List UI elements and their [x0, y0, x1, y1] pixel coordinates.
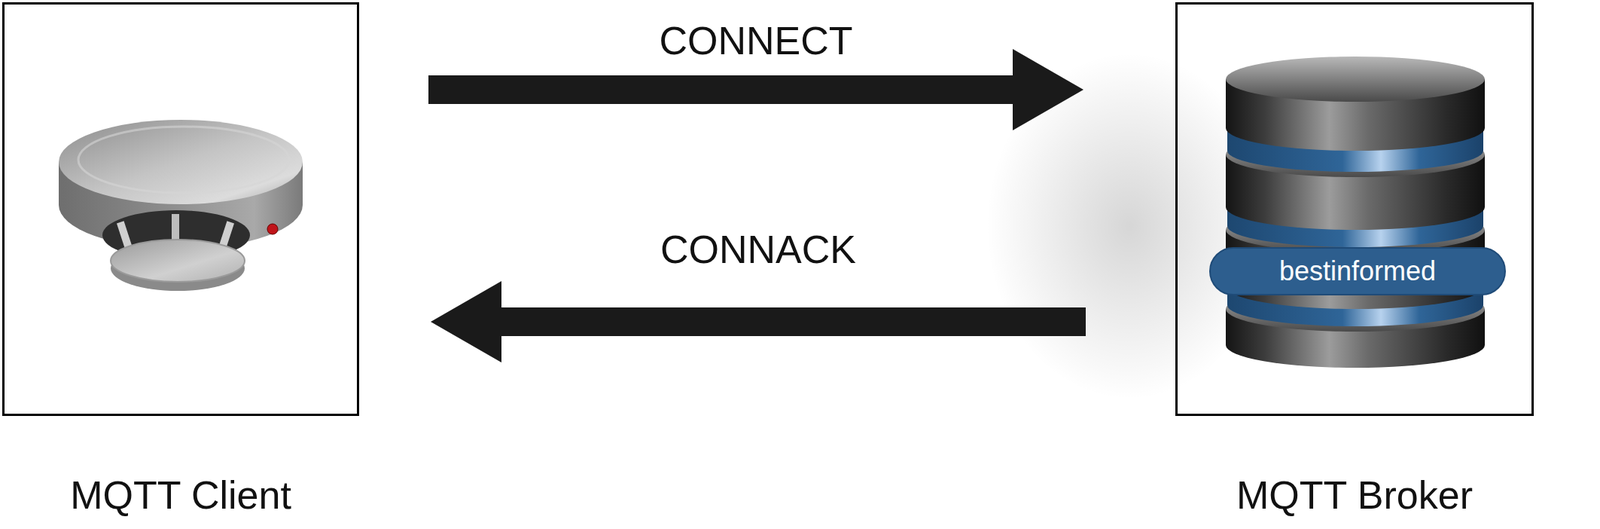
detector-vent — [219, 220, 235, 247]
db-disk-bottom — [1225, 105, 1485, 151]
arrow-head — [430, 280, 502, 363]
db-disk-bottom — [1225, 263, 1485, 309]
arrow-shaft — [428, 75, 1015, 104]
arrow-head — [1012, 48, 1084, 131]
brand-pill: bestinformed — [1209, 246, 1506, 296]
detector-rim — [78, 126, 290, 193]
broker-box: MQTT Brokerbestinformed — [1175, 2, 1534, 416]
client-box: MQTT Client — [2, 2, 360, 416]
detector-vent — [171, 213, 180, 240]
node-heading: MQTT Client — [70, 472, 292, 519]
detector-led — [267, 223, 278, 235]
brand-label: bestinformed — [1279, 256, 1436, 287]
db-disk-bottom — [1225, 184, 1485, 230]
detector-vent — [116, 220, 132, 247]
message-label: CONNACK — [660, 227, 857, 273]
database-stack — [1225, 56, 1485, 368]
message-arrow — [428, 48, 1084, 131]
arrow-shaft — [499, 307, 1086, 336]
node-heading: MQTT Broker — [1236, 472, 1473, 519]
message-arrow — [430, 280, 1086, 363]
detector-top — [58, 119, 303, 205]
smoke-detector — [58, 119, 303, 291]
detector-cap — [110, 239, 245, 282]
db-disk-top — [1225, 56, 1485, 102]
message-label: CONNECT — [658, 18, 853, 64]
